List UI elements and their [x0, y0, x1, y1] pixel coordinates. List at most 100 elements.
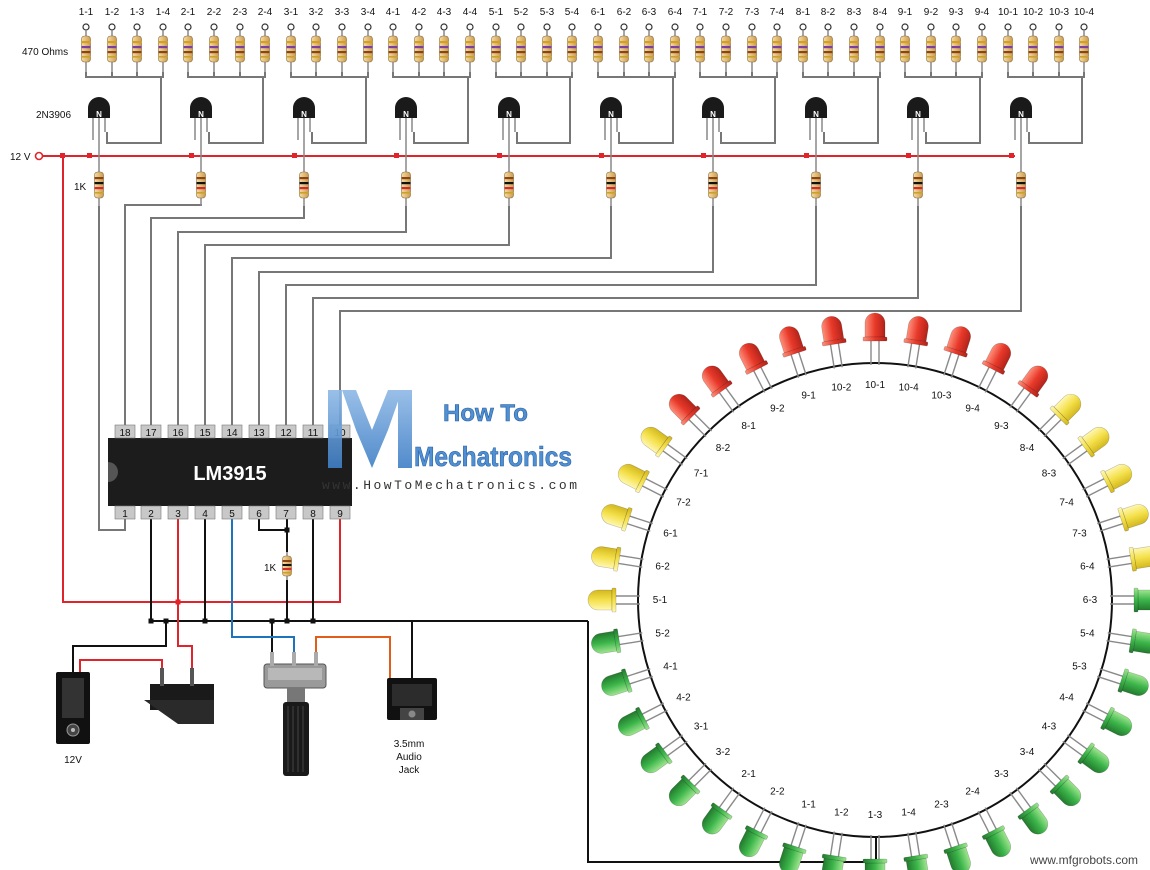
- rail-junction: [189, 153, 194, 158]
- resistor-position-label: 1-3: [130, 7, 145, 18]
- led-dome: [821, 857, 845, 870]
- led-body: [779, 326, 807, 358]
- resistor-body: [926, 35, 936, 63]
- resistor-band: [823, 41, 833, 44]
- resistor-band: [132, 41, 142, 44]
- audio-jack-label-line2: Audio: [396, 752, 422, 763]
- led-dome: [701, 806, 729, 835]
- led: 7-3: [1072, 504, 1149, 540]
- led-rim: [613, 628, 622, 654]
- led: 9-2: [738, 342, 785, 414]
- group-bus: [802, 72, 881, 78]
- base-resistor-body: [606, 171, 616, 199]
- resistor-band: [260, 51, 270, 54]
- rail-junction: [1009, 153, 1014, 158]
- led-dome: [738, 829, 765, 858]
- resistor-band: [747, 46, 757, 49]
- audio-wire: [315, 636, 391, 678]
- output-wire: [98, 206, 126, 531]
- base-resistor: [913, 156, 923, 206]
- rail-junction: [87, 153, 92, 158]
- resistor-band: [875, 56, 885, 58]
- led-label: 5-1: [653, 595, 668, 606]
- resistor-position-label: 9-1: [898, 7, 913, 18]
- led-label: 3-2: [716, 747, 731, 758]
- resistor-position-label: 9-3: [949, 7, 964, 18]
- transistor-mark: N: [198, 110, 204, 119]
- led-rim: [680, 774, 701, 795]
- led-rim: [1049, 774, 1070, 795]
- led-label: 1-3: [868, 810, 883, 821]
- resistor-body: [695, 35, 705, 63]
- led-resistor: 10-3: [1049, 7, 1069, 72]
- led: 4-2: [617, 693, 691, 737]
- resistor-band: [1028, 46, 1038, 49]
- resistor-band: [1016, 182, 1026, 185]
- resistor-band: [644, 41, 654, 44]
- transistor-mark: N: [915, 110, 921, 119]
- resistor-band: [567, 46, 577, 49]
- resistor-band: [209, 46, 219, 49]
- led-body: [701, 802, 733, 835]
- resistor-position-label: 8-2: [821, 7, 836, 18]
- led-body: [640, 426, 673, 458]
- collector-wire: [618, 77, 674, 144]
- led-rim: [635, 469, 650, 494]
- base-resistor: [196, 156, 206, 206]
- led-resistor: 4-1: [386, 7, 401, 72]
- output-wire: [231, 206, 612, 426]
- led-resistor: 9-3: [949, 7, 964, 72]
- output-wire: [204, 206, 510, 426]
- led: 9-3: [994, 365, 1049, 432]
- resistor-band: [414, 51, 424, 54]
- base-resistor: [606, 156, 616, 206]
- led: 9-1: [779, 326, 816, 402]
- resistor-band: [260, 46, 270, 49]
- base-resistor: [708, 156, 718, 206]
- led-rim: [1133, 587, 1139, 613]
- resistor-band: [708, 182, 718, 185]
- resistor-band: [1079, 56, 1089, 58]
- led-rim: [1100, 706, 1115, 731]
- led-rim: [655, 742, 673, 765]
- resistor-band: [401, 187, 411, 190]
- led-label: 9-1: [801, 391, 816, 402]
- led-terminal: [1029, 23, 1037, 31]
- resistor-band: [414, 46, 424, 49]
- led-terminal: [927, 23, 935, 31]
- led-body: [903, 853, 929, 870]
- resistor-band: [1003, 56, 1013, 58]
- led-dome: [985, 342, 1012, 371]
- resistor-band: [900, 46, 910, 49]
- led-label: 8-1: [741, 421, 756, 432]
- resistor-band: [721, 41, 731, 44]
- led-rim: [621, 668, 633, 693]
- dc-supply-wire: [79, 659, 163, 672]
- resistor-body: [337, 35, 347, 63]
- resistor-band: [593, 41, 603, 44]
- led-dome: [946, 846, 971, 870]
- resistor-band: [695, 51, 705, 54]
- chip-pin-bottom: [140, 505, 162, 520]
- resistor-band: [516, 41, 526, 44]
- base-resistor-body: [94, 171, 104, 199]
- resistor-band: [196, 187, 206, 190]
- rail-junction: [497, 153, 502, 158]
- resistor-body: [311, 35, 321, 63]
- led-dome: [1081, 426, 1110, 454]
- resistor-band: [183, 41, 193, 44]
- led-label: 6-1: [663, 529, 678, 540]
- resistor-band: [951, 46, 961, 49]
- resistor-band: [619, 56, 629, 58]
- led-body: [591, 546, 622, 572]
- led-terminal: [184, 23, 192, 31]
- resistor-band: [401, 177, 411, 180]
- resistor-band: [81, 51, 91, 54]
- led-label: 4-1: [663, 661, 678, 672]
- transistor-body: [600, 97, 622, 118]
- resistor-body: [1003, 35, 1013, 63]
- base-resistor: [811, 156, 821, 206]
- resistor-band: [260, 56, 270, 58]
- output-wire: [150, 206, 305, 426]
- led-resistor: 10-4: [1074, 7, 1094, 72]
